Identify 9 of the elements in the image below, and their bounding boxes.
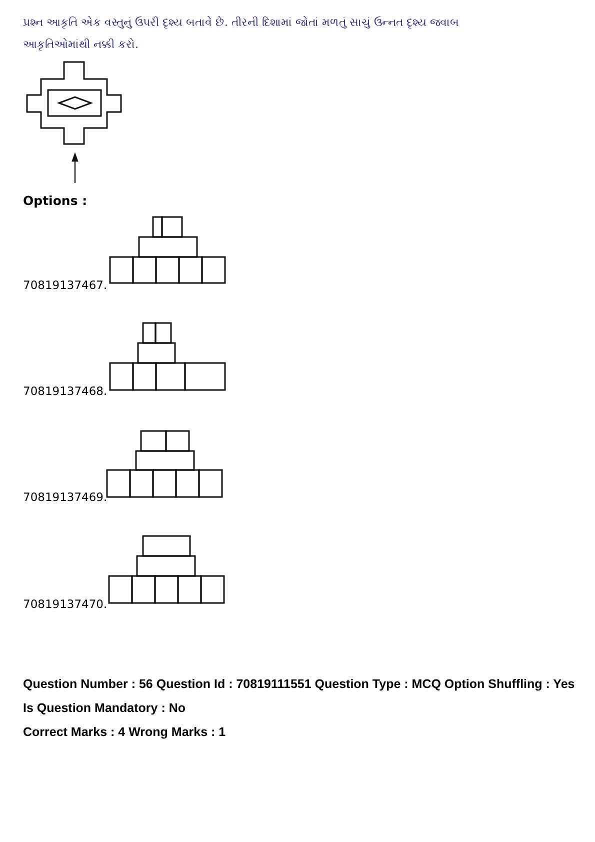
option-id: 70819137467. [23, 277, 108, 294]
question-info: Is Question Mandatory : No [23, 700, 187, 717]
question-text: પ્રશ્ન આકૃતિ એક વસ્તુનું ઉપરી દૃશ્ય બતાવે છે. તીરની દિશામાં જોતાં મળતું સાચું ઉન્નત દૃશ્ય જવાબ આકૃતિઓમાંથી નક્કી કરો. [23, 15, 460, 53]
question-info: Correct Marks : 4 Wrong Marks : 1 [23, 724, 227, 741]
question-info: Question Number : 56 Question Id : 70819111551 Question Type : MCQ Option Shuffling : Yes [23, 676, 576, 693]
option-id: 70819137469. [23, 489, 108, 506]
option-id: 70819137468. [23, 383, 108, 400]
options-heading: Options : [23, 192, 88, 210]
option-id: 70819137470. [23, 596, 108, 613]
